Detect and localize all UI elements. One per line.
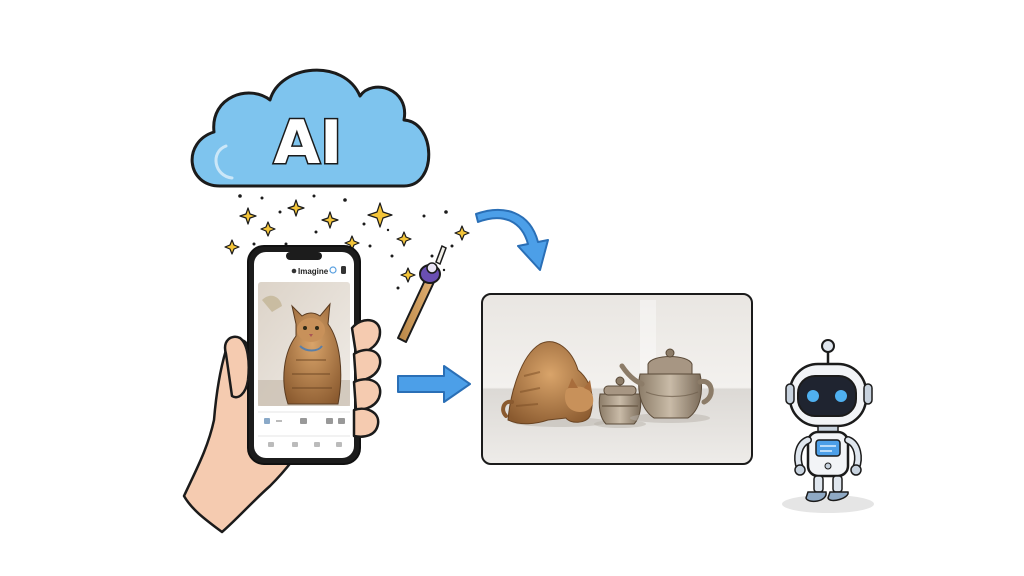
nav-icon-1[interactable] — [268, 442, 274, 447]
cloud-label: AI — [274, 108, 343, 178]
thumb — [223, 335, 250, 399]
wand-ray — [435, 244, 447, 266]
sparkle — [239, 207, 257, 225]
cloud-highlight — [214, 144, 234, 180]
toolbar-home-icon[interactable] — [264, 418, 270, 424]
robot-antenna-tip — [821, 339, 835, 353]
teapot — [619, 348, 714, 423]
window-light — [640, 300, 656, 370]
hand-fingers — [223, 319, 382, 438]
robot-eye-right — [835, 390, 847, 402]
sparkle — [287, 199, 305, 217]
robot-ear-right — [863, 383, 873, 405]
magic-wand-icon — [397, 244, 447, 343]
robot-foot-right — [827, 491, 849, 502]
robot-leg-right — [832, 475, 843, 493]
sparkle — [224, 239, 240, 255]
app-logo-icon — [291, 268, 297, 274]
toolbar-menu-icon[interactable] — [276, 420, 282, 422]
finger-3 — [352, 378, 382, 412]
robot-eye-left — [807, 390, 819, 402]
phone-notch — [286, 252, 322, 260]
phone-photo[interactable] — [258, 282, 350, 406]
app-title: Imagine — [298, 267, 329, 276]
nav-icon-2[interactable] — [292, 442, 298, 447]
wand-stick — [397, 277, 435, 343]
ceramic-jar — [594, 376, 646, 428]
nav-icon-3[interactable] — [314, 442, 320, 447]
curved-arrow-icon — [475, 208, 549, 271]
app-profile-icon[interactable] — [341, 266, 346, 274]
nav-icon-4[interactable] — [336, 442, 342, 447]
result-photo[interactable] — [481, 293, 753, 465]
robot-hand-left — [794, 464, 806, 476]
wand-tip — [426, 262, 438, 274]
robot-ear-left — [785, 383, 795, 405]
app-settings-icon[interactable] — [329, 266, 337, 274]
sparkle — [396, 231, 412, 247]
toolbar-edit-icon[interactable] — [326, 418, 333, 424]
robot-foot-left — [805, 491, 827, 503]
sparkle — [260, 221, 276, 237]
sparkle — [400, 267, 416, 283]
smartphone-icon: Imagine — [247, 245, 361, 465]
right-arrow-icon — [397, 365, 471, 403]
cloud-icon — [190, 68, 431, 188]
sparkle-dots — [238, 194, 454, 290]
sparkle-large — [367, 202, 393, 228]
toolbar-gallery-icon[interactable] — [300, 418, 307, 424]
robot-shadow — [782, 495, 874, 513]
toolbar-share-icon[interactable] — [338, 418, 345, 424]
robot-chest-display — [815, 439, 841, 457]
crouching-cat — [501, 341, 594, 425]
finger-4 — [352, 407, 380, 438]
curved-arrow-shape — [475, 208, 549, 271]
cloud-shape — [190, 68, 431, 188]
finger-2 — [352, 348, 382, 384]
robot-hand-right — [850, 464, 862, 476]
sparkle — [454, 225, 470, 241]
robot-face-screen — [797, 375, 857, 417]
right-arrow-shape — [397, 365, 471, 403]
robot-icon — [782, 339, 874, 513]
sparkle — [321, 211, 339, 229]
robot-leg-left — [813, 475, 824, 493]
